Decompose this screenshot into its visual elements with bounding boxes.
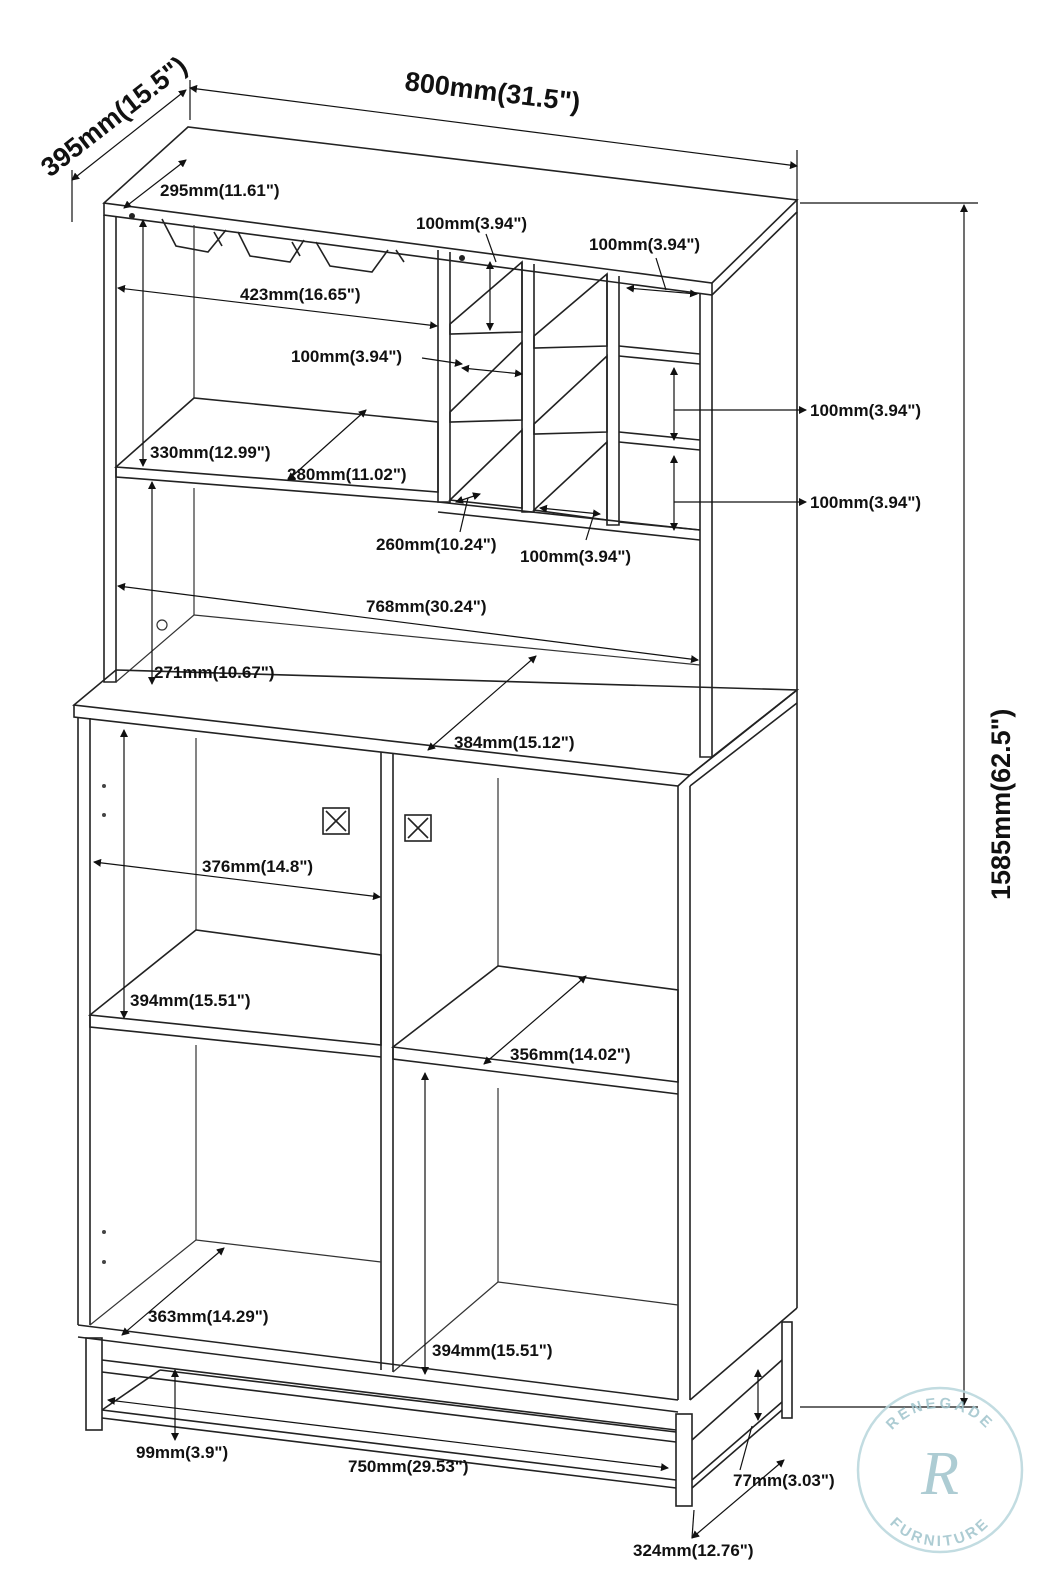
right-shelf	[390, 965, 679, 1083]
label-rack-opening-top: 100mm(3.94")	[416, 214, 527, 233]
watermark-bottom-text: FURNITURE	[887, 1514, 994, 1550]
label-rack-side-depth: 100mm(3.94")	[589, 235, 700, 254]
renegade-furniture-watermark: RENEGADE FURNITURE R	[856, 1386, 1024, 1554]
label-upper-shelf-depth: 280mm(11.02")	[287, 465, 407, 484]
label-hutch-open-width: 423mm(16.65")	[240, 285, 361, 304]
left-shelf	[87, 929, 382, 1046]
label-hutch-depth: 295mm(11.61")	[160, 181, 280, 200]
label-leg-clearance: 99mm(3.9")	[136, 1443, 228, 1462]
label-base-rail-height: 77mm(3.03")	[733, 1471, 835, 1490]
counter-top	[72, 669, 800, 776]
label-right-lower-height: 394mm(15.51")	[432, 1341, 553, 1360]
label-left-upper-height: 394mm(15.51")	[130, 991, 251, 1010]
label-lower-open-height: 271mm(10.67")	[154, 663, 275, 682]
label-rack-bottom-width: 100mm(3.94")	[520, 547, 631, 566]
label-base-depth: 324mm(12.76")	[633, 1541, 754, 1560]
watermark-monogram-icon: R	[920, 1440, 959, 1508]
label-overall-width: 800mm(31.5")	[403, 66, 582, 117]
cabinet-outline	[72, 126, 800, 1507]
label-cabinet-inner-width: 376mm(14.8")	[202, 857, 313, 876]
label-left-bottom-depth: 363mm(14.29")	[148, 1307, 269, 1326]
label-right-shelf-depth: 356mm(14.02")	[510, 1045, 631, 1064]
label-counter-depth: 384mm(15.12")	[454, 733, 575, 752]
glass-rack	[129, 213, 405, 273]
dimension-lines	[71, 80, 978, 1539]
wine-rack	[437, 250, 701, 541]
label-base-width: 750mm(29.53")	[348, 1457, 469, 1476]
dimension-labels: 800mm(31.5") 395mm(15.5") 1585mm(62.5") …	[35, 50, 1016, 1560]
label-rack-depth: 260mm(10.24")	[376, 535, 497, 554]
door-handle-right	[404, 814, 432, 842]
label-overall-depth: 395mm(15.5")	[35, 50, 192, 182]
hutch-left-side	[103, 215, 117, 683]
hutch-right-side	[699, 293, 713, 758]
label-upper-shelf-height: 330mm(12.99")	[150, 443, 271, 462]
shelf-pin-holes	[102, 784, 106, 1264]
label-rack-cell-height-upper: 100mm(3.94")	[810, 401, 921, 420]
door-handle-left	[322, 807, 350, 835]
watermark-ring	[856, 1386, 1024, 1554]
watermark-top-text: RENEGADE	[883, 1395, 997, 1434]
label-rack-cell-width: 100mm(3.94")	[291, 347, 402, 366]
label-overall-height: 1585mm(62.5")	[986, 709, 1016, 900]
cable-hole	[156, 619, 168, 631]
label-rack-cell-height-lower: 100mm(3.94")	[810, 493, 921, 512]
label-hutch-inner-width: 768mm(30.24")	[366, 597, 487, 616]
